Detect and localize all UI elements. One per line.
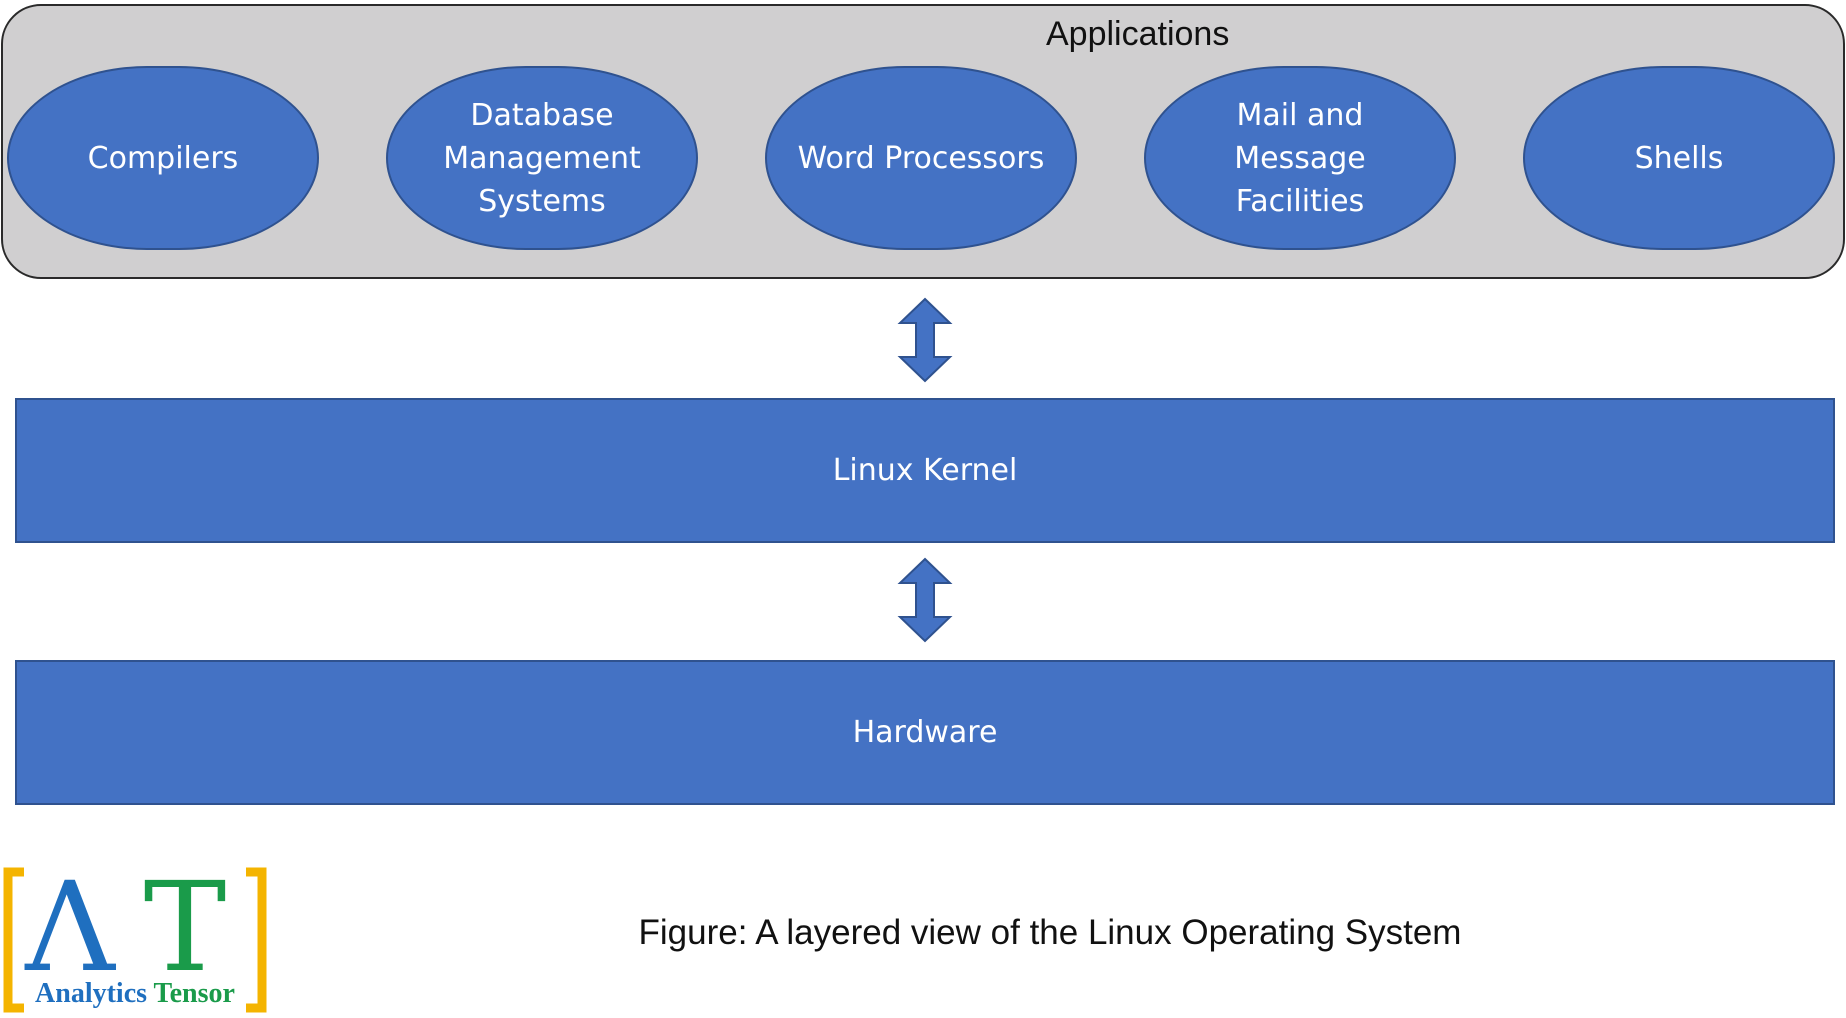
logo-left-bracket — [3, 867, 24, 1013]
logo-t-glyph: T — [144, 862, 227, 1000]
hardware-layer: Hardware — [15, 660, 1835, 805]
hardware-label: Hardware — [852, 715, 998, 750]
logo-right-bracket — [246, 867, 267, 1013]
kernel-hardware-arrow — [897, 557, 953, 643]
app-compilers-label: Compilers — [87, 140, 239, 176]
app-word-processors-label: Word Processors — [797, 140, 1045, 176]
app-shells-label: Shells — [1634, 140, 1724, 176]
app-mail-label: Mail and Message Facilities — [1234, 97, 1366, 219]
app-compilers: Compilers — [7, 66, 319, 250]
applications-title: Applications — [1046, 15, 1230, 53]
app-word-processors: Word Processors — [765, 66, 1077, 250]
app-mail-message-facilities: Mail and Message Facilities — [1144, 66, 1456, 250]
linux-kernel-label: Linux Kernel — [832, 453, 1018, 488]
apps-kernel-arrow — [897, 297, 953, 383]
app-shells: Shells — [1523, 66, 1835, 250]
app-database-label: Database Management Systems — [443, 97, 641, 219]
app-database-management-systems: Database Management Systems — [386, 66, 698, 250]
figure-caption: Figure: A layered view of the Linux Oper… — [638, 913, 1462, 952]
linux-kernel-layer: Linux Kernel — [15, 398, 1835, 543]
logo-wordmark: Analytics Tensor — [35, 978, 235, 1009]
analytics-tensor-logo: Λ T Analytics Tensor — [3, 862, 267, 1013]
logo-lambda-glyph: Λ — [24, 862, 116, 1000]
